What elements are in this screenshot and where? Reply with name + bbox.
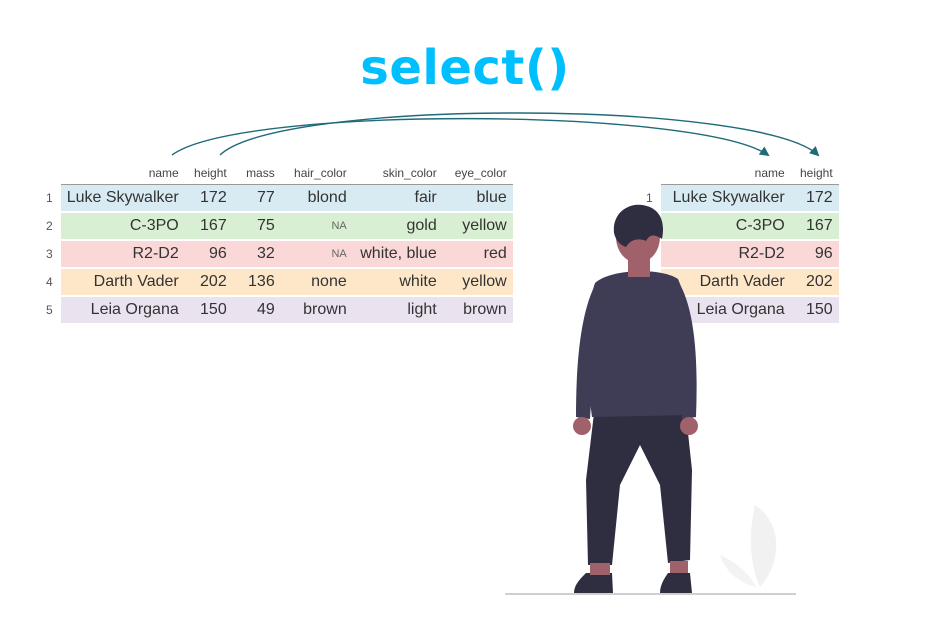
header-row: name height xyxy=(640,158,839,185)
selection-arrows xyxy=(171,112,820,157)
person-illustration xyxy=(505,204,796,595)
cell-height: 172 xyxy=(184,185,233,213)
arrow-height xyxy=(219,112,820,157)
cell-hair-color: NA xyxy=(280,213,353,241)
cell-eye-color: blue xyxy=(442,185,513,213)
cell-eye-color: brown xyxy=(442,297,513,325)
row-index: 5 xyxy=(40,297,61,325)
cell-name: Luke Skywalker xyxy=(60,185,185,213)
table-row: 2 C-3PO 167 75 NA gold yellow xyxy=(40,213,513,241)
cell-height: 96 xyxy=(790,241,839,269)
row-index-header xyxy=(40,158,61,185)
row-index: 4 xyxy=(40,269,61,297)
cell-name: Darth Vader xyxy=(60,269,185,297)
row-index-header xyxy=(640,158,661,185)
cell-eye-color: yellow xyxy=(442,269,513,297)
table-row: 4 Darth Vader 202 136 none white yellow xyxy=(40,269,513,297)
cell-mass: 77 xyxy=(232,185,281,213)
left-arm xyxy=(576,285,608,419)
cell-name: Leia Organa xyxy=(60,297,185,325)
right-shoe xyxy=(660,573,692,593)
cell-height: 172 xyxy=(790,185,839,213)
cell-height: 150 xyxy=(184,297,233,325)
torso xyxy=(587,271,692,417)
col-eye-color: eye_color xyxy=(442,158,513,185)
col-hair-color: hair_color xyxy=(280,158,353,185)
cell-height: 96 xyxy=(184,241,233,269)
legs xyxy=(586,405,692,565)
cell-hair-color: blond xyxy=(280,185,353,213)
cell-hair-color: brown xyxy=(280,297,353,325)
row-index: 1 xyxy=(40,185,61,213)
cell-height: 150 xyxy=(790,297,839,325)
col-mass: mass xyxy=(232,158,281,185)
cell-eye-color: red xyxy=(442,241,513,269)
row-index: 3 xyxy=(40,241,61,269)
right-arm xyxy=(670,281,697,419)
table-row: 1 Luke Skywalker 172 xyxy=(640,185,839,213)
cell-mass: 75 xyxy=(232,213,281,241)
cell-mass: 136 xyxy=(232,269,281,297)
col-height: height xyxy=(790,158,839,185)
cell-skin-color: fair xyxy=(352,185,443,213)
cell-skin-color: gold xyxy=(352,213,443,241)
starwars-table: name height mass hair_color skin_color e… xyxy=(40,158,513,325)
table-row: 5 Leia Organa 150 49 brown light brown xyxy=(40,297,513,325)
cell-name: C-3PO xyxy=(60,213,185,241)
cell-height: 202 xyxy=(790,269,839,297)
right-hand xyxy=(680,417,698,435)
cell-skin-color: white, blue xyxy=(352,241,443,269)
left-shoe xyxy=(574,573,613,593)
col-name: name xyxy=(60,158,185,185)
col-height: height xyxy=(184,158,233,185)
cell-mass: 49 xyxy=(232,297,281,325)
cell-height: 167 xyxy=(790,213,839,241)
table-row: 1 Luke Skywalker 172 77 blond fair blue xyxy=(40,185,513,213)
table-row: R2-D2 96 xyxy=(640,241,839,269)
left-hand xyxy=(573,417,591,435)
title: select() xyxy=(360,40,570,96)
cell-hair-color: NA xyxy=(280,241,353,269)
leaf-decoration xyxy=(750,505,777,587)
cell-mass: 32 xyxy=(232,241,281,269)
cell-name: Luke Skywalker xyxy=(660,185,791,213)
header-row: name height mass hair_color skin_color e… xyxy=(40,158,513,185)
row-index: 2 xyxy=(40,213,61,241)
cell-skin-color: white xyxy=(352,269,443,297)
hair xyxy=(613,204,664,247)
cell-hair-color: none xyxy=(280,269,353,297)
cell-skin-color: light xyxy=(352,297,443,325)
cell-height: 167 xyxy=(184,213,233,241)
cell-name: R2-D2 xyxy=(60,241,185,269)
cell-name: C-3PO xyxy=(660,213,791,241)
table-row: 3 R2-D2 96 32 NA white, blue red xyxy=(40,241,513,269)
cell-name: R2-D2 xyxy=(660,241,791,269)
col-name: name xyxy=(660,158,791,185)
col-skin-color: skin_color xyxy=(352,158,443,185)
arrow-name xyxy=(171,117,770,157)
cell-height: 202 xyxy=(184,269,233,297)
cell-eye-color: yellow xyxy=(442,213,513,241)
